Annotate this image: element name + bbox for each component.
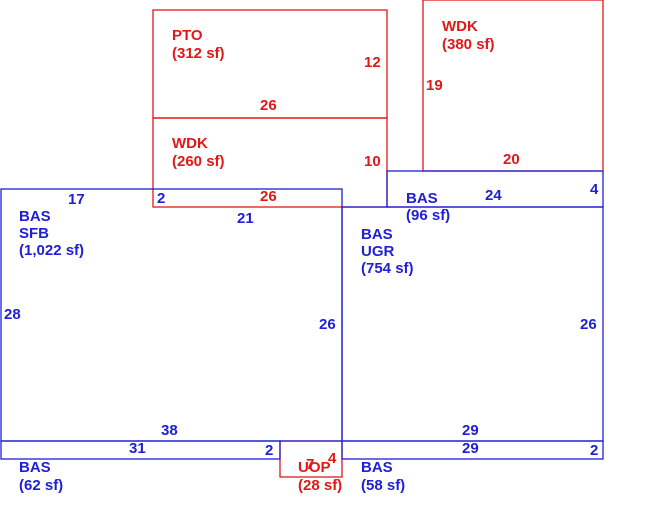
bas-62-label: BAS — [19, 459, 51, 476]
dim-sfb-top: 17 — [68, 191, 85, 208]
bas-sfb-sub: SFB — [19, 225, 49, 242]
dim-ugr-right: 26 — [580, 316, 597, 333]
dim-strip-left-side: 2 — [265, 442, 273, 459]
dim-sfb-bottom: 38 — [161, 422, 178, 439]
wdk-260-label: WDK — [172, 135, 208, 152]
uop-area: (28 sf) — [298, 477, 342, 494]
dim-wdk260-left: 2 — [157, 190, 165, 207]
dim-ugr-bottom: 29 — [462, 422, 479, 439]
dim-pto-top: 26 — [260, 97, 277, 114]
dim-strip-right-side: 2 — [590, 442, 598, 459]
bas-58-area: (58 sf) — [361, 477, 405, 494]
dim-bas96-top: 24 — [485, 187, 502, 204]
bas-ugr-area: (754 sf) — [361, 260, 414, 277]
dim-uop-a: 7 — [306, 456, 314, 473]
bas-58-outline — [341, 440, 604, 460]
dim-sfb-right: 26 — [319, 316, 336, 333]
wdk-380-area: (380 sf) — [442, 36, 495, 53]
dim-pto-side: 12 — [364, 54, 381, 71]
wdk-380-label: WDK — [442, 18, 478, 35]
bas-sfb-area: (1,022 sf) — [19, 242, 84, 259]
bas-62-area: (62 sf) — [19, 477, 63, 494]
dim-strip-right-top: 29 — [462, 440, 479, 457]
bas-ugr-sub: UGR — [361, 243, 395, 260]
dim-strip-left-top: 31 — [129, 440, 146, 457]
pto-area: (312 sf) — [172, 45, 225, 62]
dim-wdk380-side: 19 — [426, 77, 443, 94]
dim-wdk260-bottom: 26 — [260, 188, 277, 205]
uop-label: UOP — [298, 459, 331, 476]
bas-sfb-outline — [0, 188, 343, 442]
dim-sfb-left: 28 — [4, 306, 21, 323]
bas-58-label: BAS — [361, 459, 393, 476]
dim-bas96-side: 4 — [590, 181, 599, 198]
wdk-260-area: (260 sf) — [172, 153, 225, 170]
dim-uop-b: 4 — [328, 450, 337, 467]
bas-ugr-label: BAS — [361, 226, 393, 243]
dim-sfb-top2: 21 — [237, 210, 254, 227]
bas-62-outline — [0, 440, 281, 460]
bas-96-label: BAS — [406, 190, 438, 207]
dim-wdk380-bottom: 20 — [503, 151, 520, 168]
dim-wdk260-side: 10 — [364, 153, 381, 170]
bas-96-area: (96 sf) — [406, 207, 450, 224]
wdk-260-outline — [152, 117, 388, 208]
bas-96-outline — [386, 170, 604, 208]
bas-sfb-label: BAS — [19, 208, 51, 225]
pto-label: PTO — [172, 27, 203, 44]
